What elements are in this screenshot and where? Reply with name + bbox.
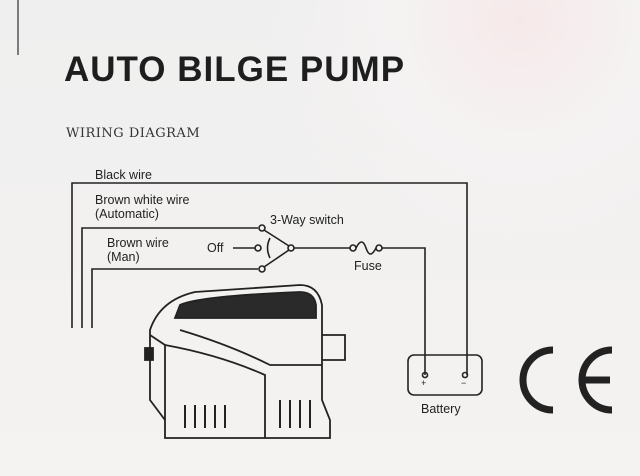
three-way-switch xyxy=(233,224,295,273)
black-wire-label: Black wire xyxy=(95,168,152,182)
brown-wire xyxy=(91,268,258,328)
pump-illustration xyxy=(144,284,346,439)
automatic-label: (Automatic) xyxy=(95,207,159,221)
brown-white-wire-label: Brown white wire xyxy=(95,193,190,207)
battery-negative-label: − xyxy=(461,378,467,388)
black-wire xyxy=(71,182,468,375)
battery-box xyxy=(407,354,483,396)
switch-label: 3-Way switch xyxy=(270,213,344,227)
ce-mark xyxy=(519,346,613,414)
brown-wire-label: Brown wire xyxy=(107,236,169,250)
brown-white-wire xyxy=(81,227,258,328)
battery-label: Battery xyxy=(421,402,461,416)
fuse-label: Fuse xyxy=(354,259,382,273)
page-title: AUTO BILGE PUMP xyxy=(64,50,406,89)
section-title: WIRING DIAGRAM xyxy=(66,126,201,141)
fuse xyxy=(349,241,383,255)
man-label: (Man) xyxy=(107,250,140,264)
battery-positive-label: + xyxy=(421,378,427,388)
off-label: Off xyxy=(207,241,224,255)
